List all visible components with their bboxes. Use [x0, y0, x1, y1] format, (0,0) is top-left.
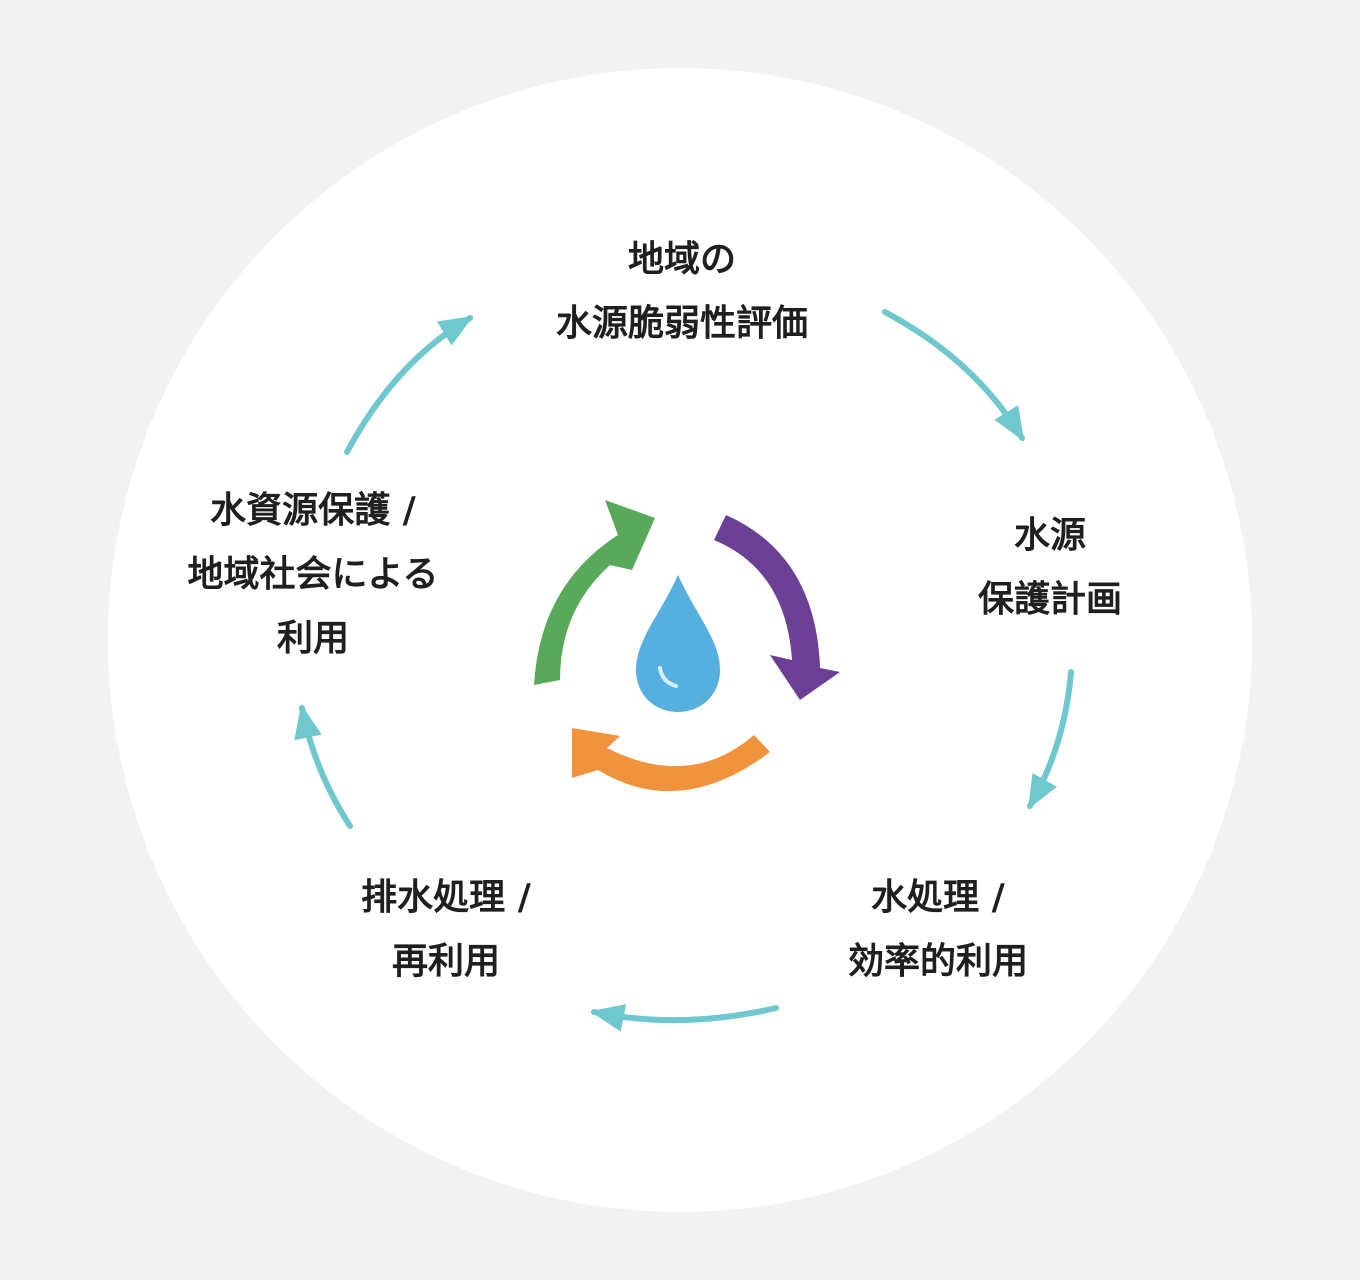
step-label-line: 地域の [627, 239, 737, 280]
orange-recycle-arrow [572, 728, 770, 792]
cycle-arrow-4-head [294, 704, 322, 741]
cycle-arrow-5-head [437, 315, 474, 346]
step-label-line: 水資源保護 / [210, 490, 416, 531]
step-label-line: 再利用 [391, 941, 500, 982]
step-label-line: 水源脆弱性評価 [555, 303, 809, 344]
green-recycle-arrow [534, 500, 655, 685]
recycle-arrows-icon [534, 500, 840, 792]
step-label-water-source-vulnerability-assessment: 地域の 水源脆弱性評価 [556, 228, 808, 356]
step-label-water-resource-protection-community-use: 水資源保護 / 地域社会による 利用 [188, 479, 439, 671]
cycle-arrow-2-head [1028, 772, 1057, 810]
step-label-line: 効率的利用 [847, 941, 1029, 982]
purple-recycle-arrow [714, 515, 840, 700]
step-label-line: 保護計画 [977, 579, 1123, 620]
step-label-line: 地域社会による [187, 554, 439, 595]
cycle-arrows [294, 309, 1074, 1032]
step-label-line: 水処理 / [871, 877, 1005, 918]
water-drop-icon [636, 575, 720, 712]
step-label-line: 排水処理 / [361, 877, 531, 918]
water-drop-body [636, 575, 720, 712]
step-label-line: 利用 [276, 618, 350, 659]
water-drop-highlight [658, 666, 678, 688]
step-label-line: 水源 [1013, 515, 1087, 556]
step-label-wastewater-treatment-reuse: 排水処理 / 再利用 [361, 866, 531, 994]
step-label-water-source-protection-plan: 水源 保護計画 [978, 504, 1122, 632]
cycle-arrow-3-head [590, 1004, 627, 1032]
cycle-arrow-1-head [994, 405, 1025, 442]
step-label-water-treatment-efficient-use: 水処理 / 効率的利用 [848, 866, 1028, 994]
